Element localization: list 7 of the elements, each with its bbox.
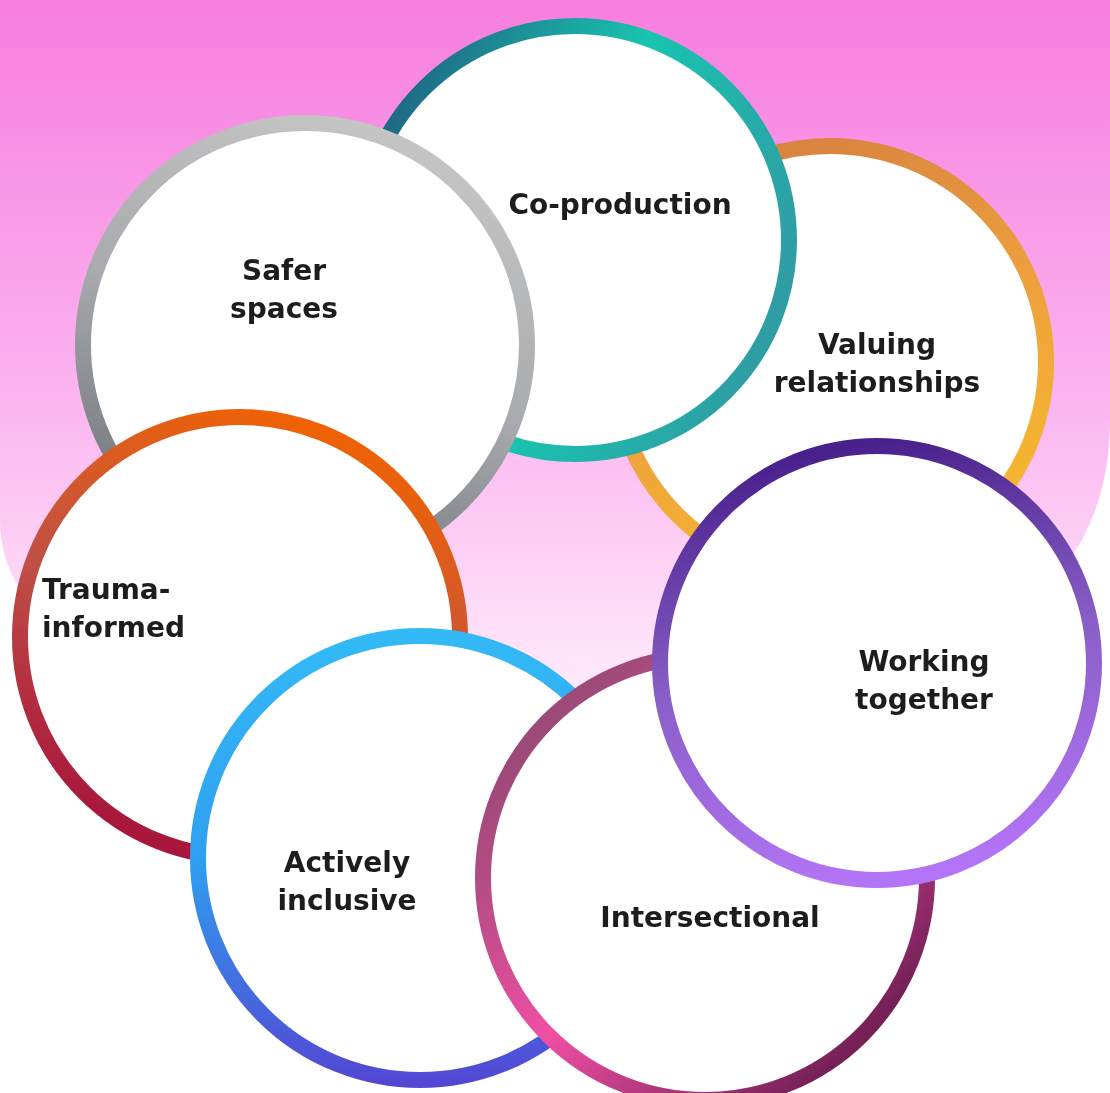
circle-label: Co-production: [508, 186, 732, 224]
circle-label: Intersectional: [600, 899, 820, 937]
circle-label: Actively inclusive: [227, 844, 467, 920]
circle-label: Trauma-informed: [42, 571, 282, 647]
circle-label: Valuing relationships: [760, 326, 994, 402]
circle-label: Working together: [831, 643, 1017, 719]
circle-label: Safer spaces: [209, 252, 359, 328]
